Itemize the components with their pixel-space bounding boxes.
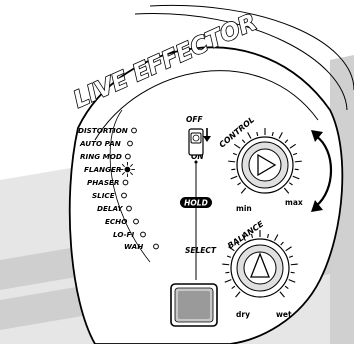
off-on-switch-group: OFF ON xyxy=(186,115,211,280)
effect-led-icon xyxy=(124,153,131,160)
effect-label: SLICE xyxy=(92,191,115,200)
switch-on-label: ON xyxy=(191,152,204,161)
effect-label: LO-FI xyxy=(113,230,134,239)
effect-label: DELAY xyxy=(97,204,123,213)
effect-led-icon xyxy=(131,127,137,134)
effect-led-icon xyxy=(121,192,127,199)
hold-label: HOLD xyxy=(184,199,208,208)
effect-item[interactable]: DELAY xyxy=(97,204,132,213)
effect-label: AUTO PAN xyxy=(79,139,121,148)
balance-dry-label: dry xyxy=(236,310,250,319)
effect-led-icon xyxy=(127,140,133,147)
effect-item[interactable]: AUTO PAN xyxy=(79,139,133,148)
effect-item[interactable]: DISTORTION xyxy=(78,126,137,135)
arrow-down-icon xyxy=(203,128,211,142)
effect-label: DISTORTION xyxy=(78,126,128,135)
switch-off-label: OFF xyxy=(186,115,203,124)
balance-pointer-icon xyxy=(250,252,270,278)
effect-item[interactable]: ECHO xyxy=(105,217,139,226)
off-on-switch[interactable] xyxy=(188,128,204,156)
led-glow-icon xyxy=(119,162,135,177)
select-button[interactable] xyxy=(170,283,218,327)
effect-item[interactable]: PHASER xyxy=(87,178,129,187)
control-scale xyxy=(228,128,302,194)
balance-scale xyxy=(222,230,298,298)
control-knob-group: CONTROL min max xyxy=(218,115,303,213)
select-label: SELECT xyxy=(185,246,217,255)
control-knob[interactable] xyxy=(236,136,294,194)
effect-led-icon xyxy=(122,179,129,186)
control-pointer-icon xyxy=(257,153,277,177)
double-arrow-icon xyxy=(311,130,333,212)
effect-led-active-icon xyxy=(124,166,131,173)
effect-label: ECHO xyxy=(105,217,127,226)
outer-arcs xyxy=(134,4,354,111)
balance-knob[interactable] xyxy=(230,238,290,298)
effect-item[interactable]: RING MOD xyxy=(80,152,131,161)
effect-label: WAH xyxy=(124,242,143,251)
effect-item[interactable]: WAH xyxy=(124,242,159,251)
effect-led-icon xyxy=(140,231,146,238)
effect-label: PHASER xyxy=(87,178,119,187)
effect-item[interactable]: LO-FI xyxy=(113,230,146,239)
selector-track xyxy=(109,109,151,263)
effect-item[interactable]: FLANGER xyxy=(84,162,135,177)
effect-led-icon xyxy=(153,243,159,250)
control-min-label: min xyxy=(236,204,252,213)
effect-item[interactable]: SLICE xyxy=(92,191,127,200)
balance-wet-label: wet xyxy=(276,310,292,319)
control-max-label: max xyxy=(285,198,303,207)
effect-label: RING MOD xyxy=(80,152,122,161)
effect-list: DISTORTION AUTO PAN RING MOD FLANGER PHASER S… xyxy=(78,126,159,251)
effect-led-icon xyxy=(126,205,132,212)
effect-label: FLANGER xyxy=(84,165,121,174)
hold-indicator: HOLD xyxy=(180,197,212,208)
effect-led-icon xyxy=(133,218,139,225)
panel-inner-rim xyxy=(94,70,319,141)
